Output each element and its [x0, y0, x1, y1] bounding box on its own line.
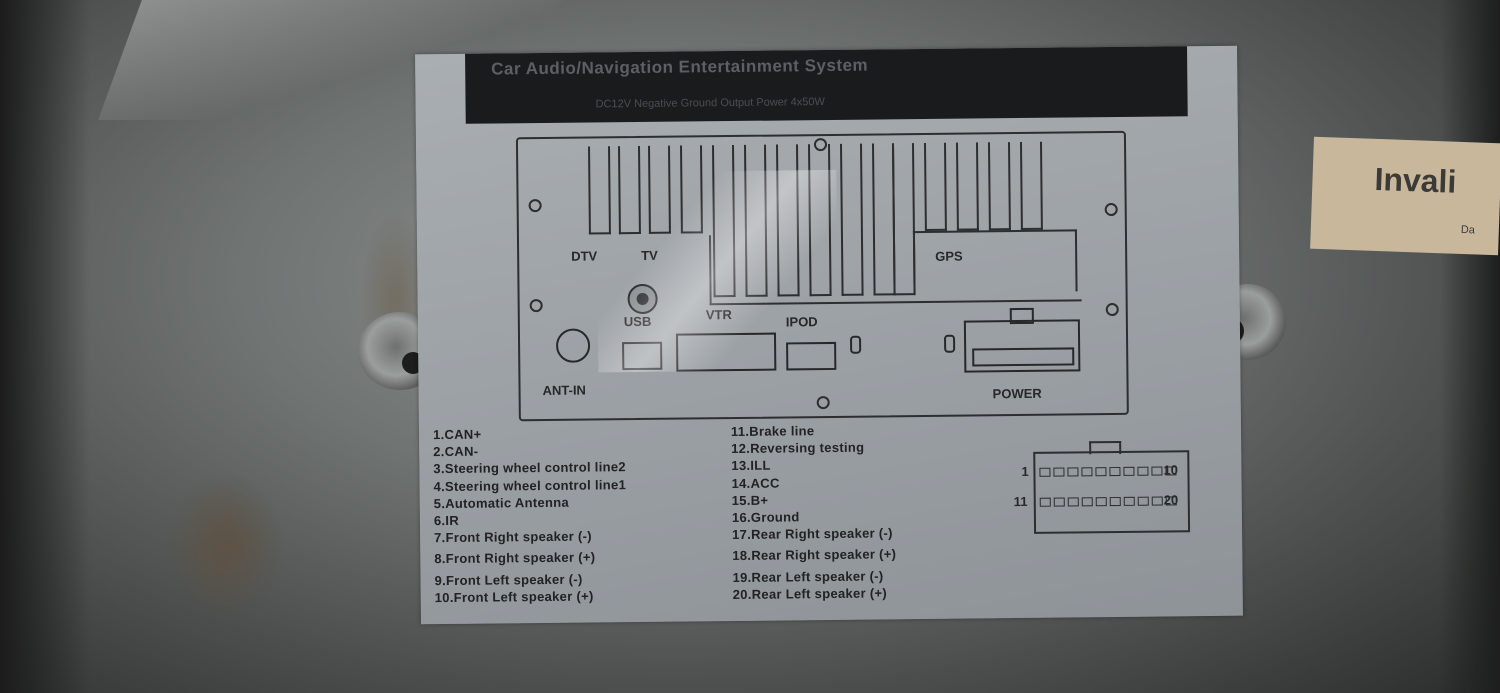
label-subtitle: DC12V Negative Ground Output Power 4x50W	[595, 96, 825, 111]
side-sticker-small-text: Da	[1460, 223, 1476, 237]
connector-pin-10-label: 10	[1163, 462, 1178, 478]
pin-7: 7.Front Right speaker (-)	[434, 528, 592, 546]
connector-pin-20-label: 20	[1163, 492, 1179, 508]
label-title: Car Audio/Navigation Entertainment Syste…	[491, 55, 869, 79]
power-connector	[963, 319, 1081, 373]
pin-10: 10.Front Left speaker (+)	[434, 588, 594, 605]
vtr-label: VTR	[705, 307, 732, 323]
pin-20: 20.Rear Left speaker (+)	[732, 585, 888, 602]
usb-label: USB	[623, 313, 652, 330]
connector-pin-1-label: 1	[1021, 463, 1029, 479]
pin-18: 18.Rear Right speaker (+)	[732, 546, 897, 564]
fuse-slot-2	[944, 334, 956, 353]
antenna-port	[555, 328, 591, 363]
gps-label: GPS	[935, 248, 963, 264]
connector-pinout-diagram: 1 10 11 20	[1014, 440, 1191, 542]
wiring-label: Car Audio/Navigation Entertainment Syste…	[415, 45, 1243, 625]
connector-pin-11-label: 11	[1013, 493, 1028, 510]
ant-in-label: ANT-IN	[542, 382, 586, 399]
side-sticker-text: Invali	[1373, 160, 1457, 200]
right-shadow	[1440, 0, 1500, 693]
usb-connector	[622, 341, 663, 371]
pin-list-right: 11.Brake line 12.Reversing testing 13.IL…	[731, 420, 1033, 603]
dirt-smudge	[165, 470, 285, 620]
vtr-connector	[675, 332, 777, 372]
pin-17: 17.Rear Right speaker (-)	[732, 525, 893, 543]
ipod-connector	[786, 341, 837, 371]
fuse-slot-1	[850, 335, 862, 354]
pin-list-left: 1.CAN+ 2.CAN- 3.Steering wheel control l…	[433, 423, 735, 606]
power-label: POWER	[992, 385, 1042, 402]
label-title-bar: Car Audio/Navigation Entertainment Syste…	[465, 46, 1188, 124]
dtv-label: DTV	[571, 248, 598, 264]
usb-port	[627, 283, 658, 315]
tv-label: TV	[641, 247, 658, 263]
connector-top-row	[1039, 466, 1177, 477]
ipod-label: IPOD	[785, 314, 818, 330]
rear-panel-diagram: DTV TV GPS USB VTR IPOD ANT-IN POWER	[515, 130, 1129, 422]
pin-8: 8.Front Right speaker (+)	[434, 549, 596, 567]
side-sticker: Invali Da	[1310, 136, 1500, 256]
connector-bottom-row	[1039, 496, 1177, 507]
left-shadow	[0, 0, 90, 693]
